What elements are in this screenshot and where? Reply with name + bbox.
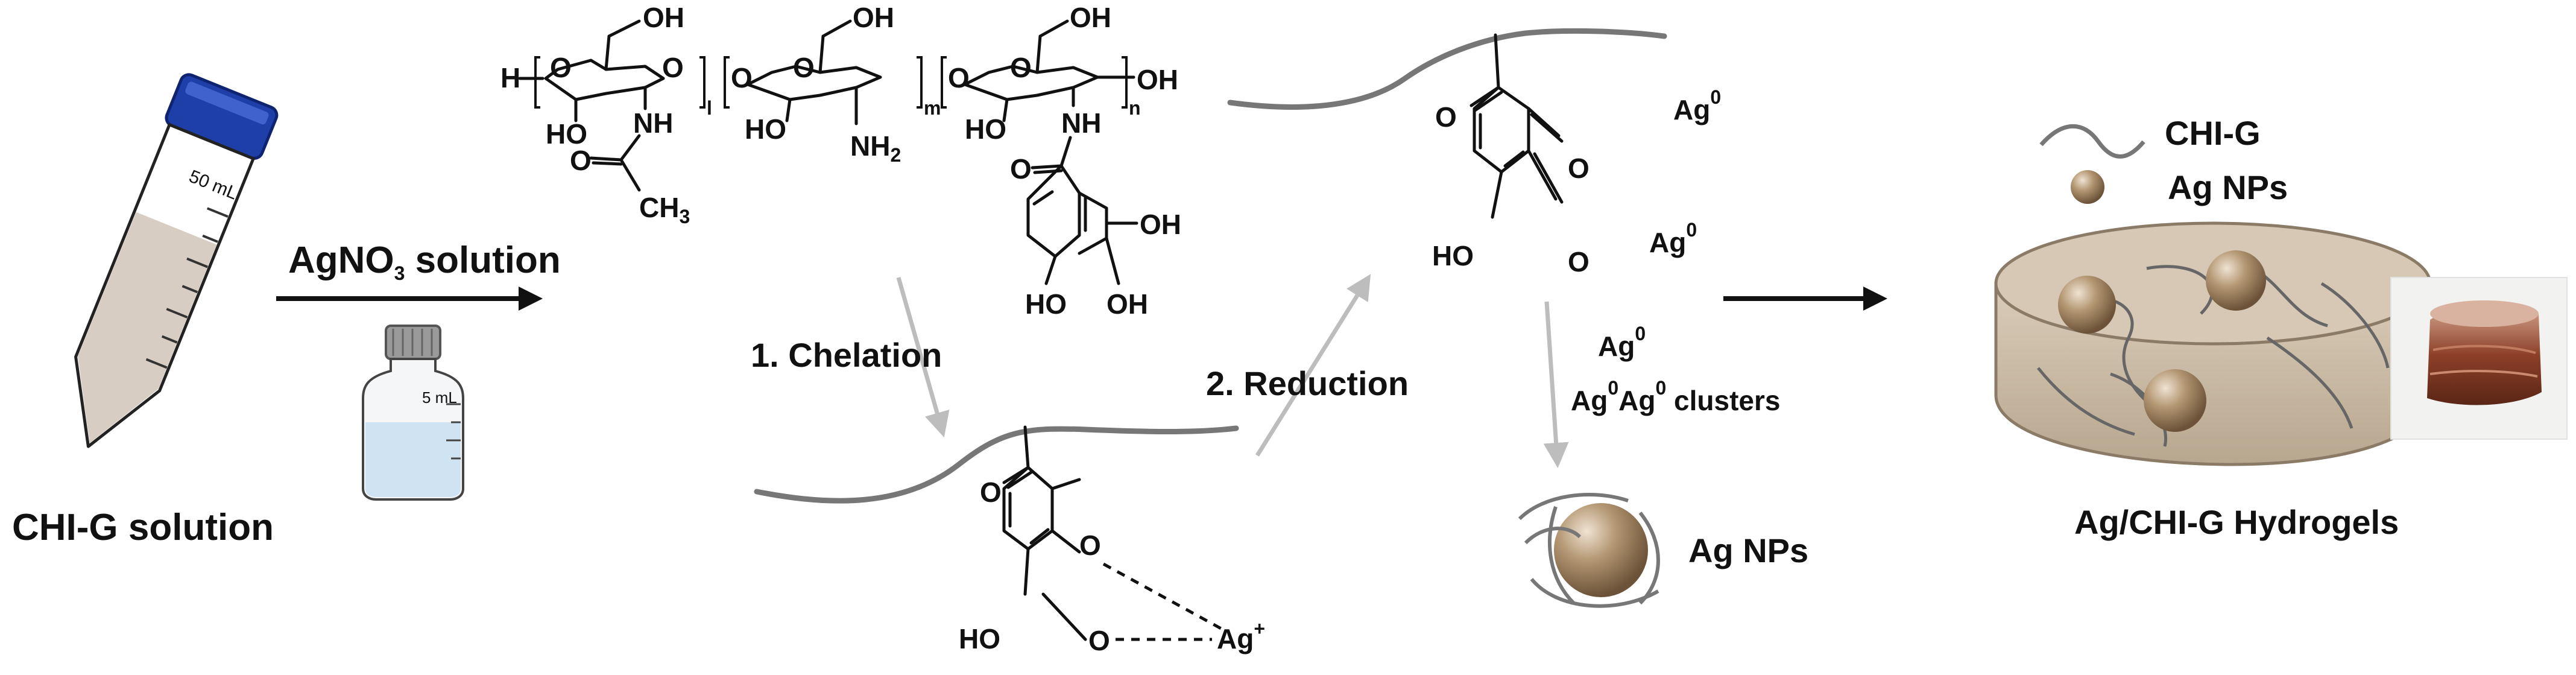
chelation-complex: O O O HO Ag+ [754, 425, 1265, 656]
chi-g-structure: H O O OH HO NH O CH3 l O O OH HO NH2 [500, 2, 1181, 320]
svg-text:O: O [731, 62, 753, 93]
svg-text:O: O [1079, 530, 1101, 561]
vial-volume-label: 5 mL [422, 388, 457, 407]
legend: CHI-G Ag NPs [2039, 114, 2288, 206]
hydrogels-label: Ag/CHI-G Hydrogels [2074, 503, 2399, 541]
legend-chi-g-label: CHI-G [2165, 114, 2261, 152]
svg-text:O: O [1010, 153, 1032, 185]
nh2-label: NH2 [850, 130, 901, 166]
ag-nps-label: Ag NPs [1688, 531, 1808, 569]
svg-text:NH: NH [1061, 107, 1101, 139]
svg-text:n: n [1129, 97, 1141, 119]
chi-g-solution-label: CHI-G solution [12, 507, 274, 548]
svg-text:OH: OH [1106, 288, 1148, 320]
svg-text:O: O [1435, 101, 1457, 133]
silver-nanoparticle-icon [1518, 493, 1660, 608]
svg-text:H: H [500, 62, 520, 93]
svg-text:HO: HO [745, 113, 786, 145]
svg-text:OH: OH [1137, 64, 1178, 95]
svg-text:O: O [948, 62, 970, 93]
svg-text:O: O [1010, 52, 1032, 83]
svg-text:O: O [550, 52, 572, 83]
svg-text:HO: HO [965, 113, 1006, 145]
ag0-clusters-label: Ag0Ag0 clusters [1571, 377, 1780, 416]
svg-text:m: m [924, 97, 941, 119]
svg-text:OH: OH [1140, 209, 1181, 240]
chelation-arrow [896, 277, 950, 438]
legend-ag-nps-label: Ag NPs [2168, 168, 2288, 206]
svg-text:O: O [1088, 625, 1110, 656]
svg-text:HO: HO [959, 623, 1000, 654]
hydrogel-disc-icon [1994, 221, 2432, 466]
chelation-label: 1. Chelation [751, 336, 942, 374]
agno3-label: AgAgNO3 solution [288, 239, 561, 284]
ag0-label-3: Ag0 [1598, 323, 1646, 362]
svg-text:O: O [793, 52, 815, 83]
svg-text:OH: OH [853, 2, 894, 33]
svg-text:O: O [1568, 153, 1589, 184]
ch3-label: CH3 [639, 192, 690, 227]
nucleation-arrow [1543, 301, 1569, 468]
svg-text:O: O [570, 145, 592, 176]
svg-text:HO: HO [546, 118, 587, 150]
quinone-structure: O O O HO [1227, 28, 1667, 277]
svg-text:O: O [662, 52, 684, 83]
svg-text:NH: NH [633, 107, 673, 139]
svg-text:HO: HO [1432, 240, 1474, 271]
svg-text:O: O [980, 477, 1002, 508]
ag-plus-label: Ag+ [1217, 618, 1265, 654]
reduction-arrow [1255, 274, 1371, 457]
legend-ag-particle-icon [2071, 170, 2104, 204]
hydrogel-photo [2390, 277, 2568, 440]
ag0-label-2: Ag0 [1649, 219, 1697, 258]
ag0-label-1: Ag0 [1673, 86, 1721, 125]
svg-text:OH: OH [1070, 2, 1111, 33]
svg-text:OH: OH [643, 2, 684, 33]
svg-text:O: O [1568, 246, 1589, 277]
reduction-label: 2. Reduction [1206, 364, 1409, 402]
vial-icon: 5 mL [362, 325, 464, 501]
legend-chain-icon [2039, 124, 2145, 159]
svg-text:l: l [707, 97, 712, 119]
svg-text:HO: HO [1025, 288, 1067, 320]
centrifuge-tube-icon: 50 mL [74, 73, 279, 448]
